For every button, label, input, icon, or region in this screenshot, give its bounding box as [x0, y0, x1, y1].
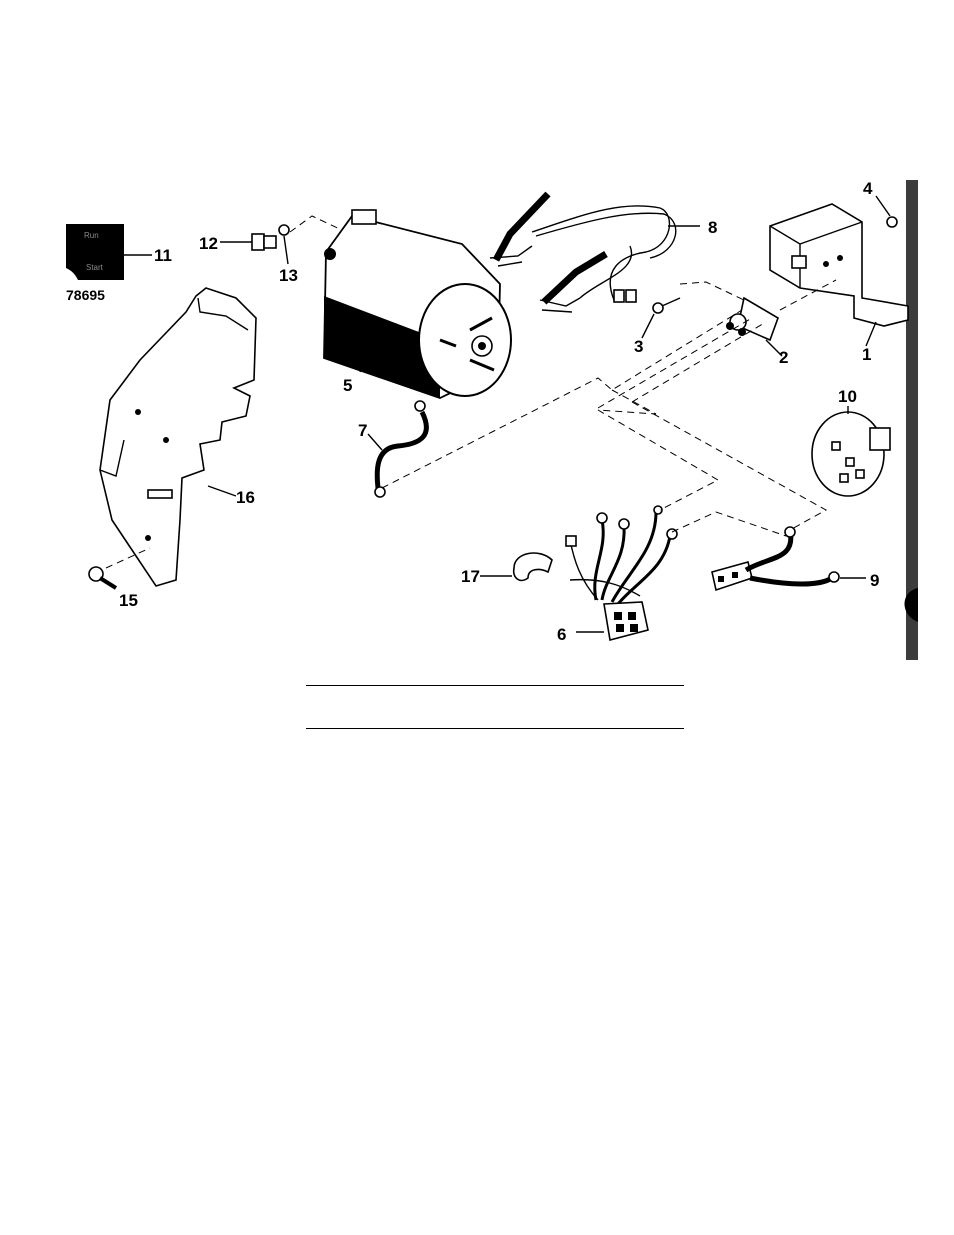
callout-16: 16	[236, 488, 255, 507]
callout-15: 15	[119, 591, 138, 610]
solenoid-part-2	[726, 298, 778, 340]
screw-part-3	[642, 298, 680, 338]
ignition-switch-part-10	[812, 412, 890, 496]
top-rule	[306, 685, 684, 686]
callout-12: 12	[199, 234, 218, 253]
callout-7: 7	[358, 421, 367, 440]
callout-6: 6	[557, 625, 566, 644]
callout-17: 17	[461, 567, 480, 586]
callout-10: 10	[838, 387, 857, 406]
starter-motor-part-5	[324, 210, 511, 398]
callout-8: 8	[708, 218, 717, 237]
bolt-part-12	[220, 234, 276, 250]
figure-number: 78695	[66, 287, 105, 303]
callout-2: 2	[779, 348, 788, 367]
scan-edge	[906, 180, 918, 660]
decal-line-1: Run	[84, 231, 99, 240]
battery-cables-part-8	[490, 194, 676, 312]
shield-part-16	[100, 288, 256, 586]
switch-harness-part-9	[712, 527, 839, 590]
callout-1: 1	[862, 345, 871, 364]
wiring-harness-part-6	[566, 506, 677, 640]
callout-5: 5	[343, 376, 352, 395]
decal-part-11: Run Start	[66, 224, 124, 280]
callout-9: 9	[870, 571, 879, 590]
nut-part-4	[876, 196, 897, 227]
callout-4: 4	[863, 179, 873, 198]
callout-13: 13	[279, 266, 298, 285]
bolt-part-15	[89, 567, 116, 588]
clip-part-17	[514, 553, 552, 580]
washer-part-13	[279, 225, 289, 264]
ground-cable-part-7	[375, 401, 426, 497]
decal-line-2: Start	[86, 263, 104, 272]
callout-11: 11	[154, 246, 172, 265]
bottom-rule	[306, 728, 684, 729]
callout-3: 3	[634, 337, 643, 356]
